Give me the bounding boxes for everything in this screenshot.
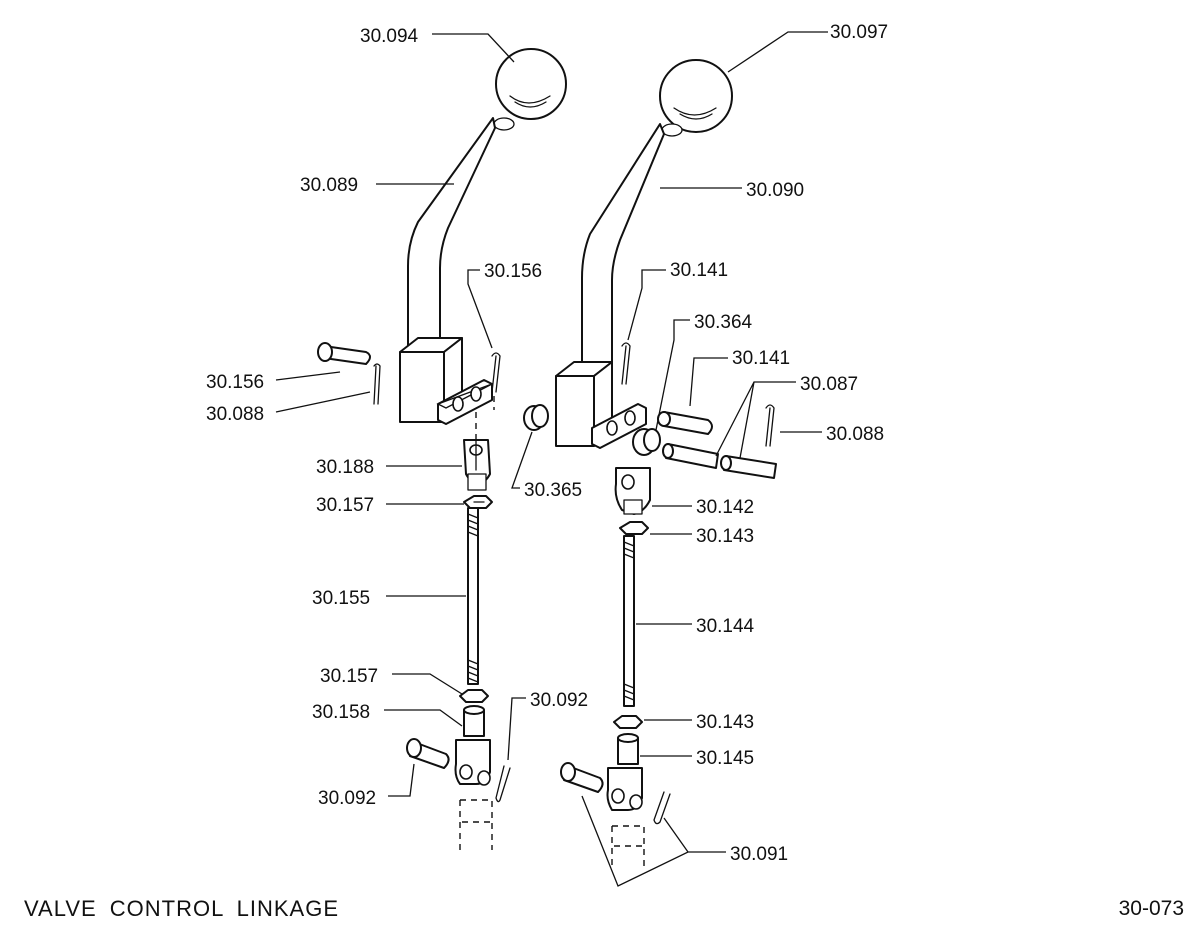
part-label-30-144: 30.144 [696,616,755,637]
part-label-30-094: 30.094 [360,26,419,47]
right-clevis-lower [606,767,643,811]
left-cotter-pin-upper [373,363,381,405]
left-clevis-pin-upper [317,342,371,365]
part-label-30-145: 30.145 [696,748,754,769]
right-nut-upper [619,521,649,535]
part-label-30-157-upper: 30.157 [316,495,374,516]
part-labels: 30.094 30.097 30.089 30.090 30.156 30.14… [206,22,888,865]
part-label-30-364: 30.364 [694,312,753,333]
right-cotter-pin-lower [653,791,671,825]
left-sleeve [463,705,485,737]
part-label-30-365: 30.365 [524,480,582,501]
left-cotter-pin-lower [495,765,511,803]
part-label-30-156-top: 30.156 [484,261,542,282]
right-threaded-rod [623,535,635,707]
left-clevis-upper [463,439,491,491]
leader-lines [275,31,828,887]
part-label-30-089: 30.089 [300,175,358,196]
part-label-30-088-left: 30.088 [206,404,264,425]
right-cotter-pin-upper [491,352,501,393]
part-label-30-156-left: 30.156 [206,372,264,393]
left-lever-rod [407,117,496,347]
part-label-30-091: 30.091 [730,844,788,865]
right-cotter-pin-upper [621,342,631,385]
right-clevis-pin-upper [657,411,713,435]
right-lever-assembly [523,59,777,866]
part-label-30-087: 30.087 [800,374,858,395]
diagram-caption: VALVE CONTROL LINKAGE [24,896,340,921]
right-sleeve [617,733,639,765]
right-lever-bracket [591,403,647,449]
part-label-30-158: 30.158 [312,702,370,723]
left-lever-tip [493,117,515,131]
right-nut-lower [613,715,643,729]
right-knob [659,59,733,133]
part-label-30-143-lower: 30.143 [696,712,754,733]
part-label-30-092-left: 30.092 [318,788,376,809]
part-label-30-157-lower: 30.157 [320,666,378,687]
part-label-30-155: 30.155 [312,588,370,609]
left-clevis-lower [454,739,491,786]
left-lever-assembly [317,48,567,850]
left-knob [495,48,567,120]
part-label-30-141-top: 30.141 [670,260,728,281]
right-lever-tip [661,123,683,137]
part-label-30-092-right: 30.092 [530,690,588,711]
part-label-30-188: 30.188 [316,457,374,478]
right-socket-dashed [611,825,645,866]
bushing-left [523,404,549,431]
page-number: 30-073 [1118,897,1184,920]
right-clevis-pin-lower [560,762,604,793]
left-clevis-pin-lower [406,738,450,769]
left-lever-bracket [436,379,493,425]
bushing-right [632,428,661,456]
part-label-30-097: 30.097 [830,22,888,43]
part-label-30-088-right: 30.088 [826,424,884,445]
right-clevis-upper [614,467,651,515]
double-pins [662,443,777,479]
left-nut-upper [463,495,493,509]
left-threaded-rod [467,507,479,685]
part-label-30-141-right: 30.141 [732,348,790,369]
part-label-30-143-upper: 30.143 [696,526,754,547]
left-nut-lower [459,689,489,703]
right-lever-rod [581,123,665,371]
right-cotter-pin-far [765,404,775,447]
left-socket-dashed [459,799,493,850]
part-label-30-142: 30.142 [696,497,754,518]
part-label-30-090: 30.090 [746,180,804,201]
